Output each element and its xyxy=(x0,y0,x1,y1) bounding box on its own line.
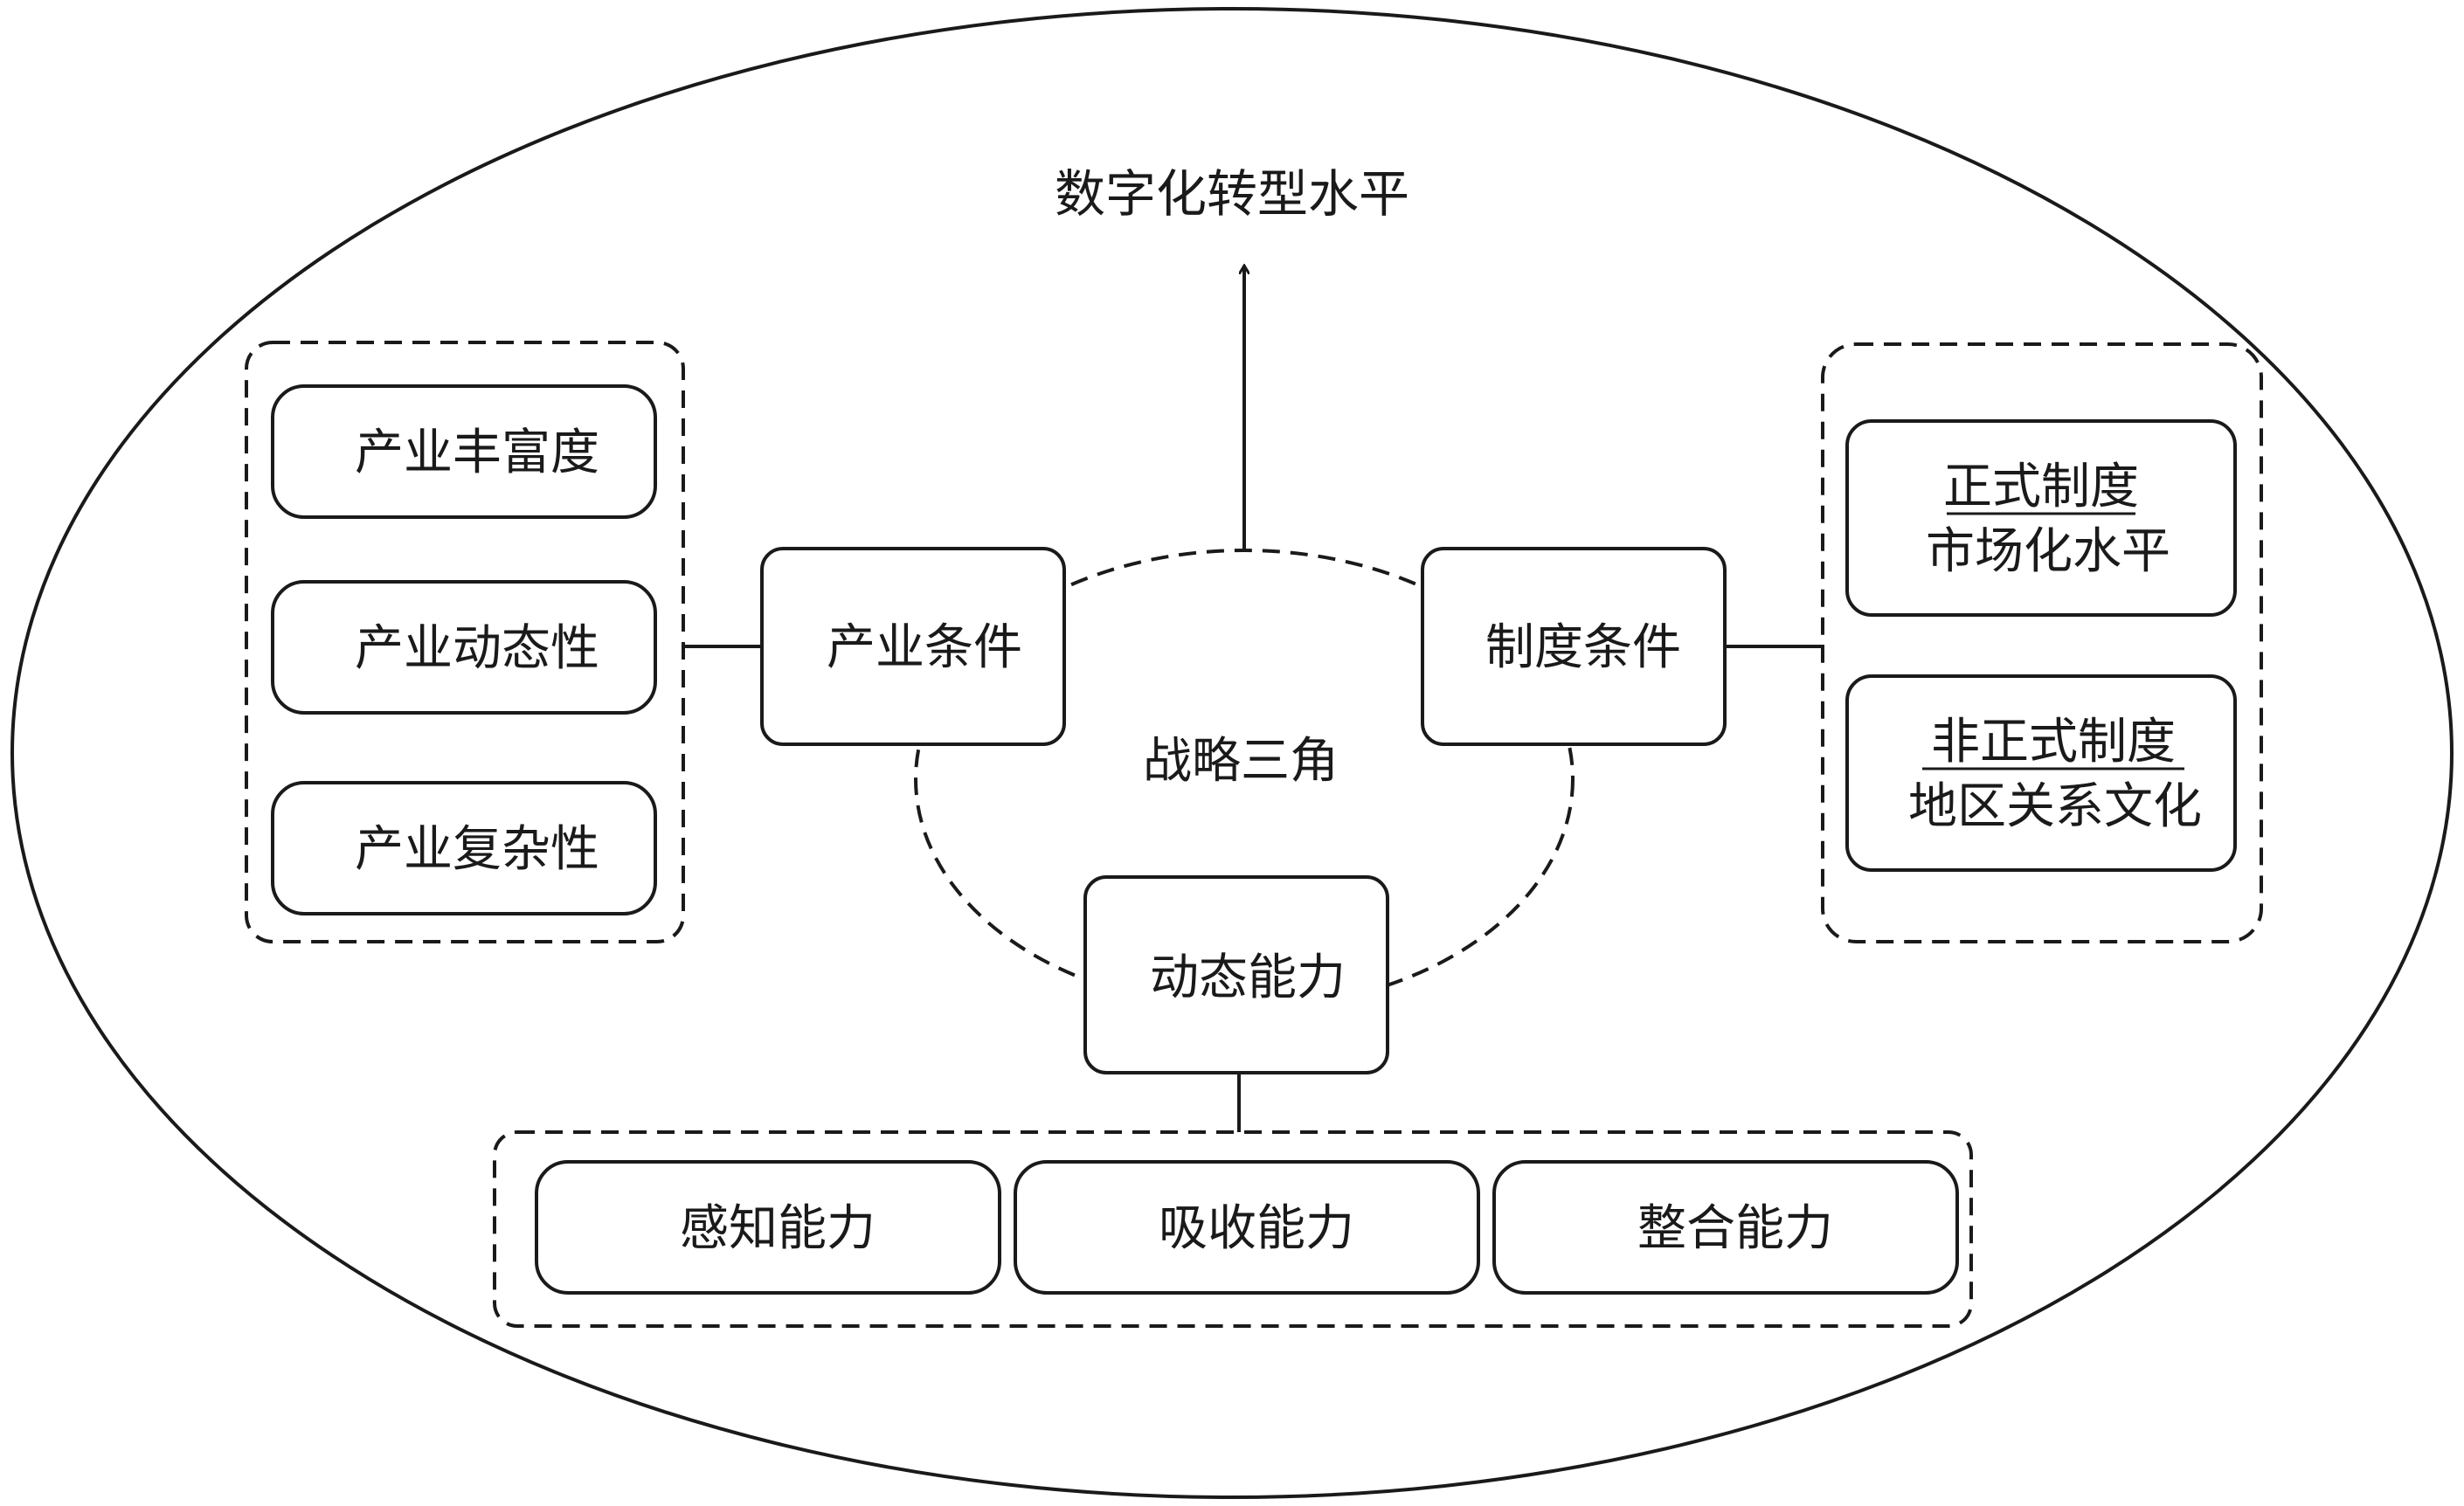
industry-item-box xyxy=(271,580,657,715)
capability-item-box xyxy=(1492,1160,1959,1295)
formal-institution-box xyxy=(1845,419,2237,617)
capability-item-box xyxy=(1014,1160,1480,1295)
capability-group xyxy=(493,1130,1973,1328)
industry-item-label: 产业动态性 xyxy=(355,620,599,677)
capability-item-label: 吸收能力 xyxy=(1159,1200,1354,1257)
industry-condition-node xyxy=(760,547,1066,746)
strategy-triangle-label: 战略三角 xyxy=(1143,733,1339,790)
outer-ellipse xyxy=(10,7,2454,1499)
dynamic-capability-label: 动态能力 xyxy=(1150,950,1346,1006)
formal-institution-title: 正式制度 xyxy=(1943,459,2139,515)
industry-item-box xyxy=(271,781,657,915)
formal-institution-detail: 市场化水平 xyxy=(1926,523,2170,580)
institution-condition-node xyxy=(1421,547,1727,746)
informal-institution-title: 非正式制度 xyxy=(1931,714,2176,770)
capability-item-label: 整合能力 xyxy=(1637,1200,1833,1257)
industry-group xyxy=(245,341,685,943)
informal-institution-box xyxy=(1845,674,2237,872)
dynamic-capability-node xyxy=(1083,875,1389,1074)
industry-condition-label: 产业条件 xyxy=(827,619,1022,676)
capability-item-box xyxy=(535,1160,1001,1295)
strategy-triangle-ellipse xyxy=(914,549,1575,1010)
industry-item-box xyxy=(271,384,657,519)
goal-title: 数字化转型水平 xyxy=(1055,164,1409,224)
capability-item-label: 感知能力 xyxy=(680,1200,876,1257)
institution-condition-label: 制度条件 xyxy=(1485,619,1681,676)
industry-item-label: 产业丰富度 xyxy=(355,425,599,481)
industry-item-label: 产业复杂性 xyxy=(355,821,599,878)
informal-institution-detail: 地区关系文化 xyxy=(1908,778,2202,835)
